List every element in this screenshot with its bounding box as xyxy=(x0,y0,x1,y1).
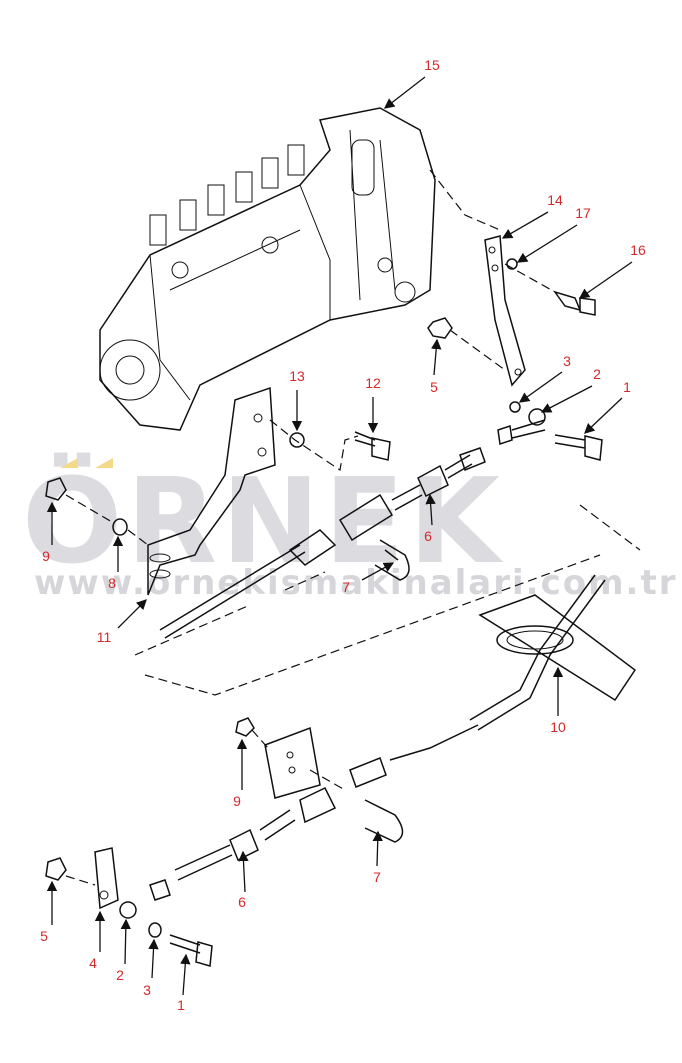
callout-14: 14 xyxy=(547,192,563,208)
injection-pump xyxy=(99,107,436,431)
callout-1: 1 xyxy=(623,379,631,395)
callout-8: 8 xyxy=(108,575,116,591)
callout-2: 2 xyxy=(593,366,601,382)
callout-3: 3 xyxy=(563,353,571,369)
callout-10: 10 xyxy=(550,719,566,735)
callout-4: 4 xyxy=(89,955,97,971)
callout-17: 17 xyxy=(575,205,591,221)
plate-bracket-11 xyxy=(147,386,276,596)
watermark-url: www.ornekismakinalari.com.tr xyxy=(34,563,678,603)
callout-11: 11 xyxy=(96,629,112,645)
cable-upper xyxy=(159,447,486,639)
callout-6: 6 xyxy=(424,528,432,544)
callout-2-lower: 2 xyxy=(116,967,124,983)
cable-lower xyxy=(174,724,479,881)
callout-1-lower: 1 xyxy=(177,997,185,1013)
callout-3-lower: 3 xyxy=(143,982,151,998)
leader-lines xyxy=(46,76,633,996)
callout-9-lower: 9 xyxy=(233,793,241,809)
callout-7: 7 xyxy=(342,579,350,595)
callout-6-lower: 6 xyxy=(238,894,246,910)
watermark-accent xyxy=(60,458,113,468)
callout-12: 12 xyxy=(365,375,381,391)
callout-15: 15 xyxy=(424,57,440,73)
callout-5: 5 xyxy=(430,379,438,395)
callout-7-lower: 7 xyxy=(373,869,381,885)
bracket-14 xyxy=(484,235,526,387)
callout-9: 9 xyxy=(42,548,50,564)
pedal-plate-10 xyxy=(478,594,637,702)
callout-13: 13 xyxy=(289,368,305,384)
callout-16: 16 xyxy=(630,242,646,258)
callout-5-lower: 5 xyxy=(40,928,48,944)
